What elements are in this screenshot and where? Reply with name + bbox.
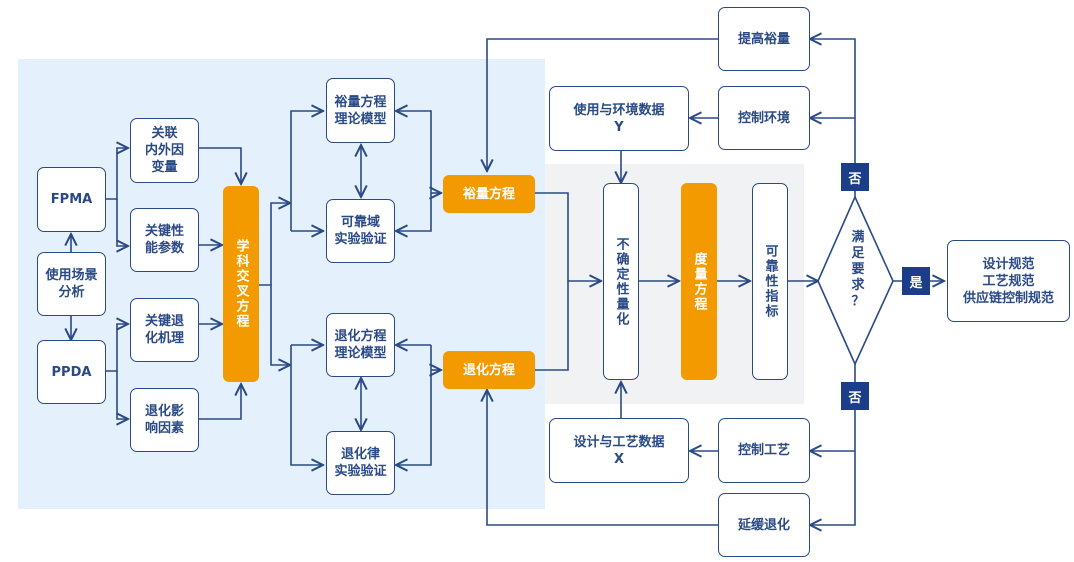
- tag-yes: 是: [902, 267, 930, 295]
- edge-margin-loop-left: [290, 111, 323, 231]
- node-control-process[interactable]: 控制工艺: [718, 418, 810, 483]
- edge-margin-uncert: [535, 192, 601, 281]
- node-reliability-index[interactable]: 可靠性指标: [752, 183, 788, 380]
- node-key-degradation-mechanism[interactable]: 关键退 化机理: [130, 298, 199, 362]
- edge-improve-margin-eq: [487, 38, 718, 171]
- edge-decision-no-bottom: [810, 364, 856, 525]
- node-degradation-theory-model[interactable]: 退化方程 理论模型: [326, 313, 395, 377]
- node-degradation-law-validation[interactable]: 退化律 实验验证: [326, 431, 395, 495]
- edge-factors-inter: [199, 384, 241, 420]
- edge-deg-uncert: [535, 281, 569, 371]
- edge-deg-loop-right: [396, 345, 432, 465]
- node-fpma[interactable]: FPMA: [37, 167, 106, 232]
- edge-margin-loop-right: [396, 110, 432, 231]
- node-uncertainty-quantification[interactable]: 不确定性量化: [603, 183, 639, 380]
- edge-fpma-branch: [106, 148, 128, 200]
- node-degradation-equation[interactable]: 退化方程: [443, 351, 535, 389]
- edge-ppda-factors: [117, 371, 128, 419]
- edge-ppda-keydeg: [106, 324, 128, 372]
- node-reliable-domain-validation[interactable]: 可靠域 实验验证: [326, 199, 395, 263]
- edge-delay-deg-eq: [487, 390, 718, 526]
- edge-fpma-keyparams: [117, 199, 128, 246]
- node-degradation-factors[interactable]: 退化影 响因素: [130, 388, 199, 452]
- tag-no-bottom: 否: [841, 382, 869, 410]
- node-metric-equation[interactable]: 度量方程: [681, 183, 717, 380]
- node-design-process-data[interactable]: 设计与工艺数据 X: [549, 418, 689, 483]
- edge-vars-inter: [199, 147, 241, 184]
- node-output-specifications[interactable]: 设计规范 工艺规范 供应链控制规范: [947, 240, 1070, 322]
- edge-decision-no-top: [810, 39, 856, 197]
- node-interdisciplinary-equation[interactable]: 学科交叉方程: [223, 186, 259, 382]
- node-margin-theory-model[interactable]: 裕量方程 理论模型: [326, 78, 395, 143]
- node-delay-degradation[interactable]: 延缓退化: [718, 493, 810, 557]
- edge-inter-upper: [259, 203, 290, 286]
- node-internal-external-vars[interactable]: 关联 内外因 变量: [130, 118, 199, 183]
- node-environment-data[interactable]: 使用与环境数据 Y: [549, 86, 689, 151]
- node-ppda[interactable]: PPDA: [37, 340, 106, 404]
- decision-label: 满 足 要 求 ？: [851, 230, 865, 309]
- node-scenario-analysis[interactable]: 使用场景 分析: [37, 252, 106, 316]
- node-margin-equation[interactable]: 裕量方程: [443, 175, 535, 213]
- decision-diamond: [817, 195, 894, 366]
- node-key-performance-params[interactable]: 关键性 能参数: [130, 208, 199, 272]
- node-control-environment[interactable]: 控制环境: [718, 86, 810, 150]
- edge-deg-loop-left: [290, 345, 323, 465]
- node-improve-margin[interactable]: 提高裕量: [718, 7, 810, 71]
- tag-no-top: 否: [841, 163, 869, 191]
- edge-inter-lower: [270, 285, 290, 365]
